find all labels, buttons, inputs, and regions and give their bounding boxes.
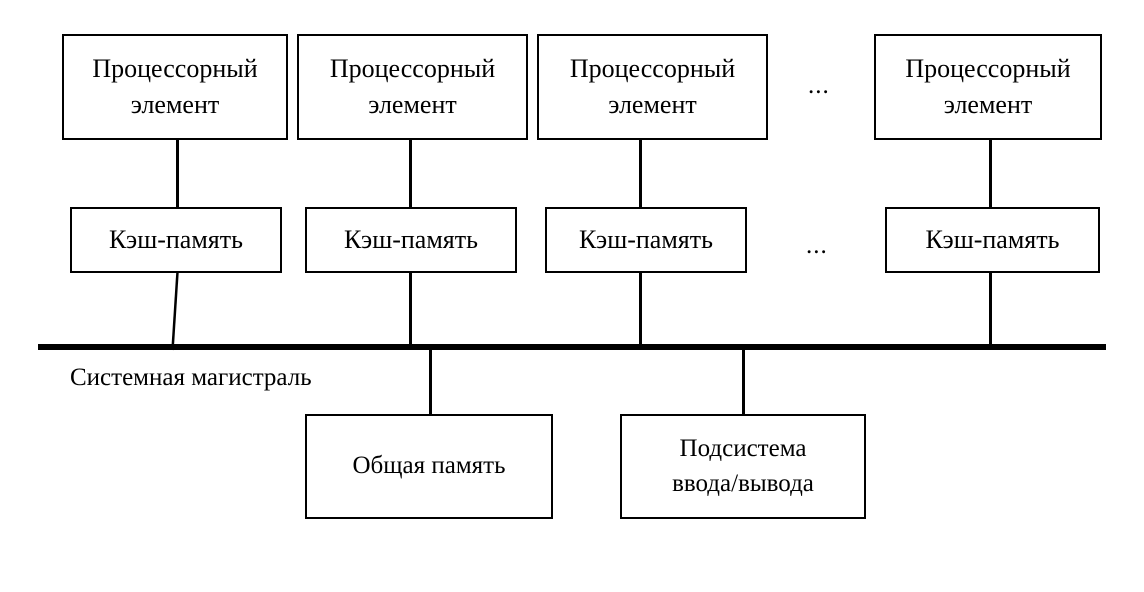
processor-element-label-line2: элемент — [130, 90, 220, 119]
connector-cache1-to-bus — [171, 271, 179, 351]
connector-pe3-to-cache3 — [639, 140, 642, 208]
processor-element-box-1: Процессорный элемент — [62, 34, 288, 140]
cache-memory-box-2: Кэш-память — [305, 207, 517, 273]
shared-memory-label: Общая память — [352, 452, 506, 480]
shared-memory-box: Общая память — [305, 414, 553, 519]
processor-element-box-3: Процессорный элемент — [537, 34, 768, 140]
processor-element-label-line2: элемент — [943, 90, 1033, 119]
cache-row-ellipsis: ... — [806, 232, 828, 259]
processor-element-label-line2: элемент — [608, 90, 697, 119]
processor-element-label-line1: Процессорный — [329, 54, 496, 84]
connector-pe4-to-cache4 — [989, 140, 992, 208]
system-bus-label: Системная магистраль — [70, 364, 316, 392]
cache-memory-box-4: Кэш-память — [885, 207, 1100, 273]
system-bus-line — [38, 344, 1106, 350]
io-subsystem-box: Подсистема ввода/вывода — [620, 414, 866, 519]
processor-element-box-2: Процессорный элемент — [297, 34, 528, 140]
processor-element-label-line1: Процессорный — [569, 54, 736, 84]
cache-memory-label: Кэш-память — [925, 225, 1060, 255]
cache-memory-label: Кэш-память — [344, 225, 478, 255]
cache-memory-box-1: Кэш-память — [70, 207, 282, 273]
io-subsystem-label-line2: ввода/вывода — [672, 469, 814, 497]
connector-cache3-to-bus — [639, 272, 642, 350]
connector-pe1-to-cache1 — [176, 140, 179, 208]
connector-pe2-to-cache2 — [409, 140, 412, 208]
processor-element-label-line1: Процессорный — [905, 54, 1071, 84]
connector-cache4-to-bus — [989, 272, 992, 350]
processor-element-label-line2: элемент — [368, 90, 457, 119]
io-subsystem-label-line1: Подсистема — [679, 435, 807, 462]
cache-memory-label: Кэш-память — [579, 225, 713, 255]
connector-bus-to-shared-memory — [429, 348, 432, 416]
connector-cache2-to-bus — [409, 272, 412, 350]
cache-memory-box-3: Кэш-память — [545, 207, 747, 273]
processor-element-label-line1: Процессорный — [92, 54, 258, 84]
cache-memory-label: Кэш-память — [109, 225, 243, 255]
processor-element-box-4: Процессорный элемент — [874, 34, 1102, 140]
connector-bus-to-io-subsystem — [742, 348, 745, 416]
processor-row-ellipsis: ... — [808, 72, 830, 99]
